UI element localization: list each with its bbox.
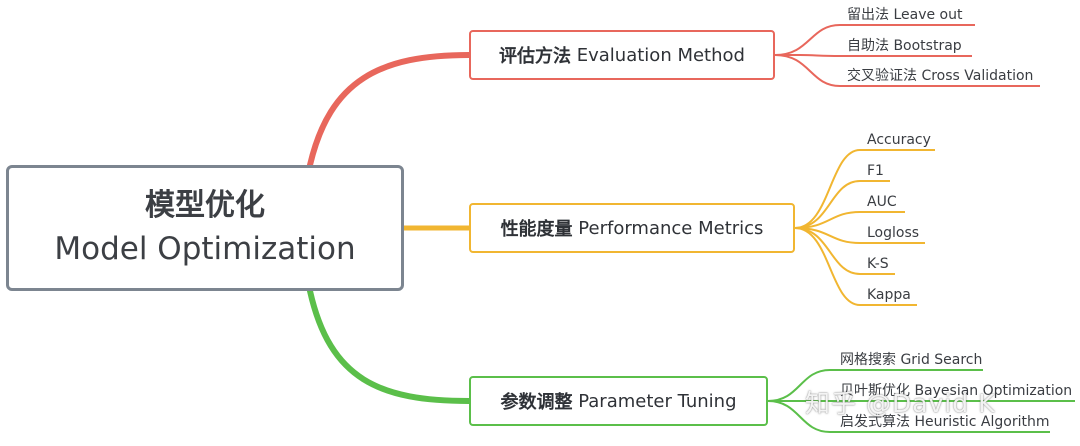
leaf-auc: AUC: [867, 194, 897, 210]
branch-parameter-tuning: 参数调整 Parameter Tuning: [469, 376, 768, 426]
root-node: 模型优化 Model Optimization: [6, 165, 404, 291]
connector-eval-leaf-2: [775, 54, 972, 57]
leaf-bayesian-optimization: 贝叶斯优化 Bayesian Optimization: [840, 383, 1073, 399]
leaf-heuristic-algorithm: 启发式算法 Heuristic Algorithm: [840, 414, 1050, 430]
leaf-logloss: Logloss: [867, 225, 920, 241]
leaf-kappa: Kappa: [867, 287, 911, 303]
leaf-grid-search: 网格搜索 Grid Search: [840, 352, 983, 368]
leaf-f1: F1: [867, 163, 884, 179]
connector-tuning: [307, 288, 472, 404]
root-title-zh: 模型优化: [145, 188, 265, 223]
leaf-bootstrap: 自助法 Bootstrap: [847, 38, 962, 54]
branch-tuning-label-en: Parameter Tuning: [578, 390, 737, 412]
watermark: 知乎 @David K: [805, 389, 996, 418]
branch-evaluation-method: 评估方法 Evaluation Method: [469, 30, 775, 80]
branch-performance-label-en: Performance Metrics: [578, 217, 764, 239]
connector-perf-leaf-6: [794, 227, 917, 306]
connector-tune-leaf-3: [767, 400, 1050, 433]
connector-tune-leaf-1: [767, 369, 983, 402]
leaf-cross-validation: 交叉验证法 Cross Validation: [847, 68, 1034, 84]
branch-performance-metrics: 性能度量 Performance Metrics: [469, 203, 795, 253]
connector-perf-leaf-3: [794, 211, 905, 229]
branch-evaluation-label-en: Evaluation Method: [576, 44, 745, 66]
connector-perf-leaf-4: [794, 227, 925, 244]
branch-performance-label-zh: 性能度量: [500, 219, 573, 240]
connector-evaluation: [307, 52, 472, 168]
root-title-en: Model Optimization: [54, 231, 356, 267]
branch-tuning-label-zh: 参数调整: [500, 392, 573, 413]
connector-eval-leaf-1: [774, 24, 975, 56]
leaf-leave-out: 留出法 Leave out: [847, 7, 963, 23]
connector-perf-leaf-2: [794, 180, 890, 229]
branch-evaluation-label-zh: 评估方法: [499, 46, 572, 67]
leaf-accuracy: Accuracy: [867, 132, 931, 148]
connector-perf-leaf-1: [794, 149, 935, 229]
leaf-ks: K-S: [867, 256, 889, 272]
connector-eval-leaf-3: [774, 54, 1040, 87]
